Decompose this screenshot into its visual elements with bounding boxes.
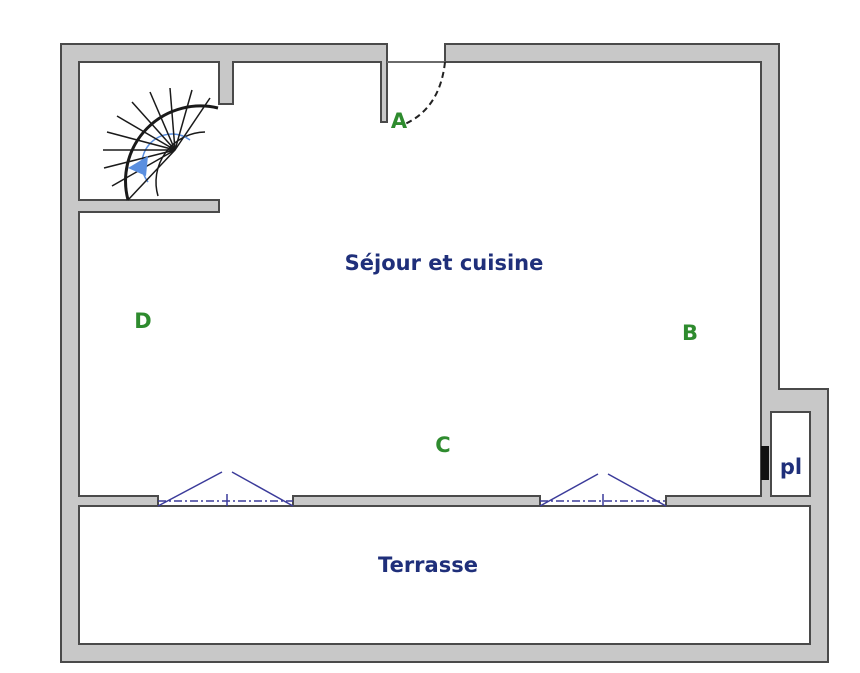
room-label-main: Séjour et cuisine <box>345 251 544 275</box>
door-swing-arc <box>404 61 446 125</box>
room-label-closet: pl <box>780 455 802 479</box>
spiral-staircase <box>103 87 219 201</box>
room-label-terrace: Terrasse <box>378 553 478 577</box>
walls <box>60 43 829 663</box>
wall-label-c: C <box>435 433 450 457</box>
stair-arrow-icon <box>128 156 148 176</box>
wall-label-a: A <box>391 109 408 133</box>
wall-label-b: B <box>682 321 698 345</box>
terrace-opening-left <box>157 471 294 507</box>
terrace-opening-right <box>539 473 667 507</box>
closet-door-marker <box>761 446 769 480</box>
wall-label-d: D <box>134 309 151 333</box>
